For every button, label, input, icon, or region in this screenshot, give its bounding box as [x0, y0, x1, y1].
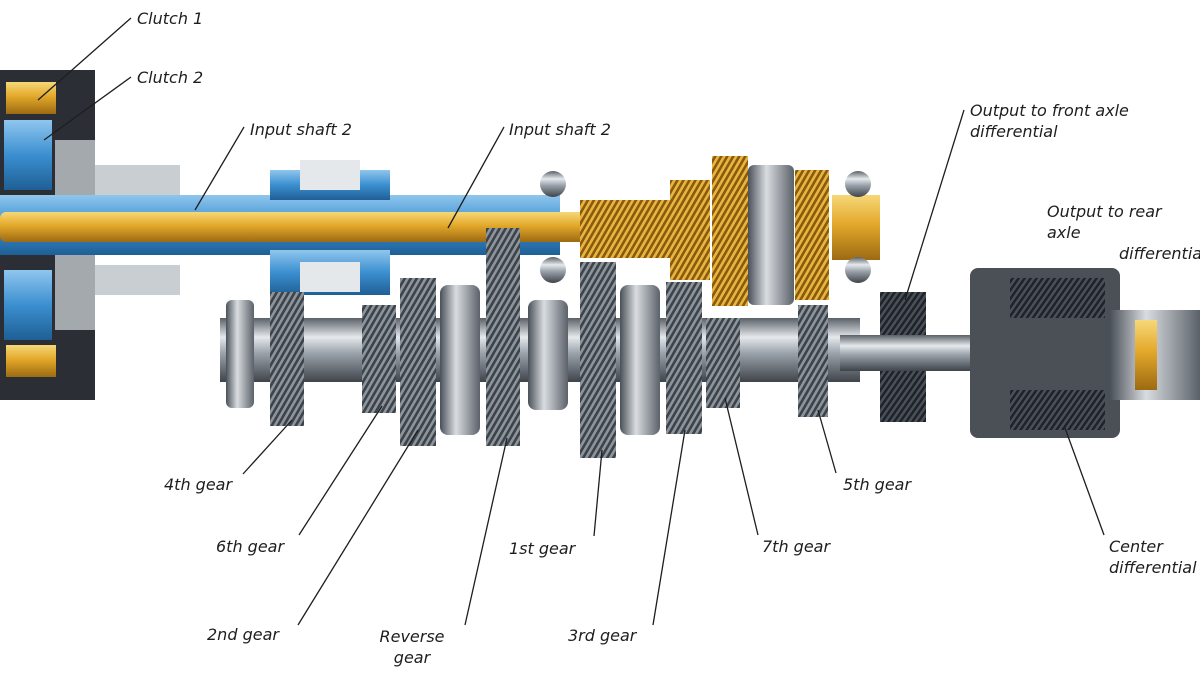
gear-4 — [270, 292, 304, 426]
label-clutch-2: Clutch 2 — [137, 68, 204, 87]
label-output-front-axle-line1: Output to front axle — [970, 101, 1129, 120]
gear-1 — [580, 262, 616, 458]
label-output-rear-axle: Output to rear axle differential — [1047, 201, 1200, 264]
label-output-rear-axle-line2: differential — [1119, 244, 1200, 263]
leader-lines — [37, 17, 1105, 626]
gear-5 — [798, 305, 828, 417]
label-center-differential-line1: Center — [1109, 537, 1163, 556]
label-clutch-1: Clutch 1 — [137, 9, 204, 28]
label-2nd-gear: 2nd gear — [207, 625, 279, 644]
gear-2 — [400, 278, 436, 446]
label-7th-gear: 7th gear — [762, 537, 831, 556]
label-1st-gear: 1st gear — [509, 539, 576, 558]
reverse-gear — [486, 228, 520, 446]
gear-6 — [362, 305, 396, 413]
label-reverse-gear-line2: gear — [393, 648, 431, 667]
input-shaft-gold — [0, 156, 880, 306]
gear-7 — [706, 318, 740, 408]
label-3rd-gear: 3rd gear — [568, 626, 637, 645]
synchronizer-lower-a — [440, 285, 480, 435]
label-output-rear-axle-line1: Output to rear axle — [1047, 202, 1162, 242]
label-6th-gear: 6th gear — [216, 537, 285, 556]
label-output-front-axle-line2: differential — [970, 122, 1058, 141]
label-center-differential: Center differential — [1109, 536, 1200, 578]
label-output-front-axle: Output to front axle differential — [970, 100, 1129, 142]
synchronizer-lower-b — [620, 285, 660, 435]
synchronizer-upper — [748, 165, 794, 305]
center-differential — [840, 268, 1200, 438]
label-4th-gear: 4th gear — [164, 475, 233, 494]
clutch-1-pack — [6, 82, 56, 114]
label-input-shaft-right: Input shaft 2 — [509, 120, 611, 139]
label-center-differential-line2: differential — [1109, 558, 1197, 577]
gear-3 — [666, 282, 702, 434]
output-shaft-lower — [220, 228, 860, 458]
label-input-shaft-left: Input shaft 2 — [250, 120, 352, 139]
clutch-2-pack — [4, 120, 52, 190]
label-5th-gear: 5th gear — [843, 475, 912, 494]
label-reverse-gear-line1: Reverse — [379, 627, 445, 646]
label-reverse-gear: Reverse gear — [372, 626, 452, 668]
